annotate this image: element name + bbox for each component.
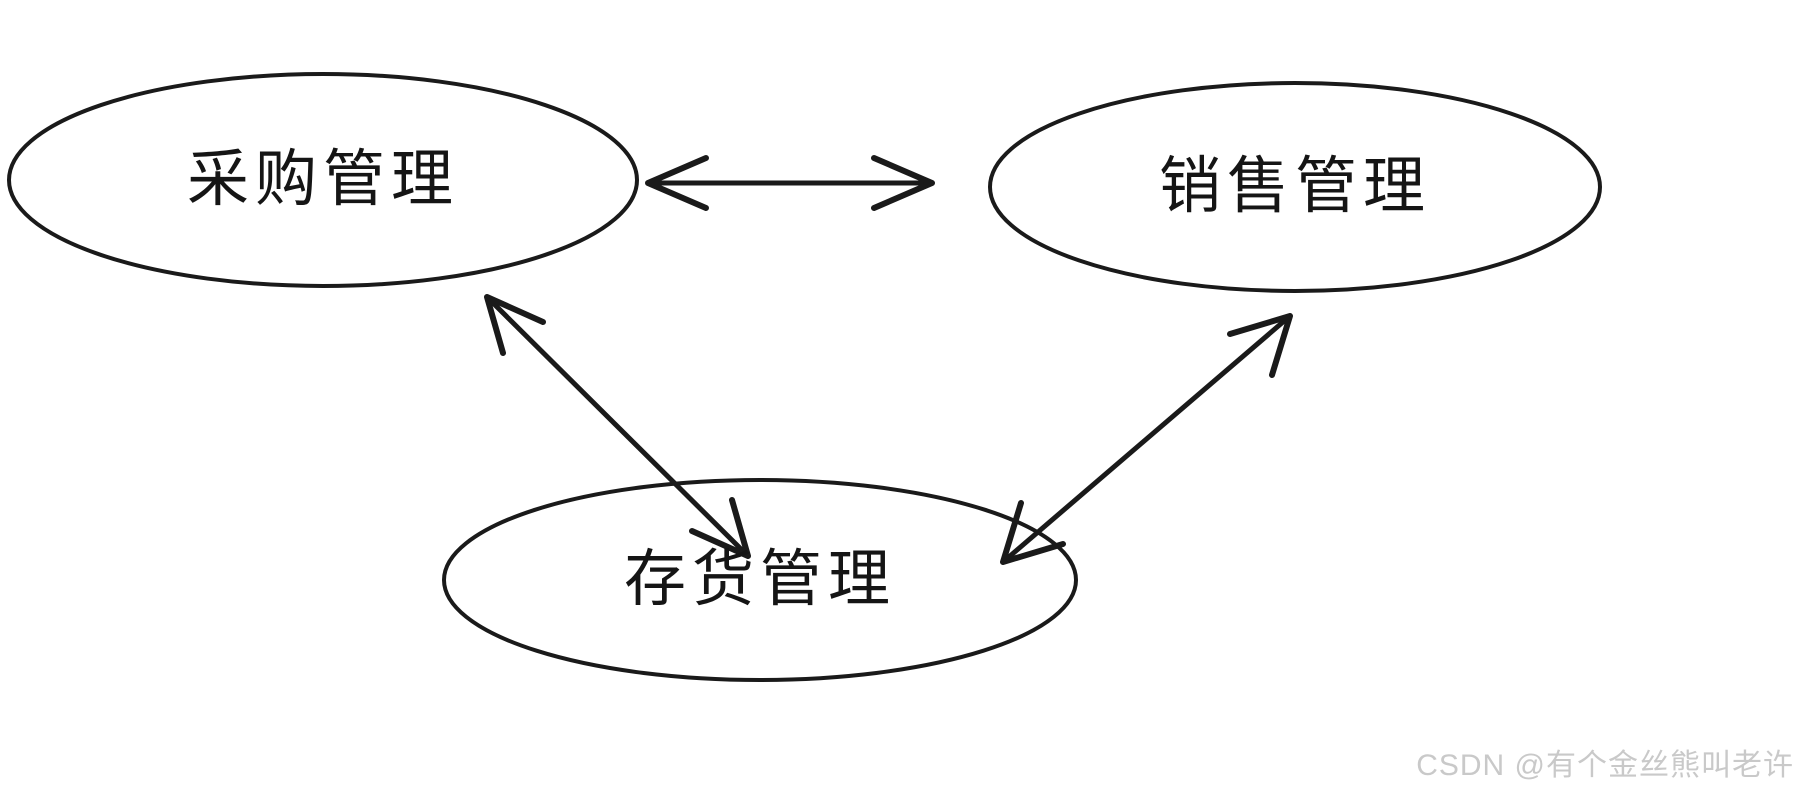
node-label-inventory: 存货管理 — [623, 546, 897, 614]
arrowhead-right — [871, 155, 935, 211]
edge-purchase-sales[interactable] — [645, 155, 935, 211]
arrowhead-up-right — [1227, 313, 1293, 378]
edge-sales-inventory[interactable] — [1000, 313, 1293, 565]
node-ellipse-inventory[interactable] — [442, 478, 1078, 682]
arrowhead-down-left — [1000, 500, 1066, 565]
arrowhead-left — [645, 155, 709, 211]
arrowhead-up-left — [484, 294, 546, 356]
csdn-watermark: CSDN @有个金丝熊叫老许 — [1416, 749, 1794, 782]
arrowhead-down-right — [689, 497, 751, 559]
node-label-purchase: 采购管理 — [186, 146, 460, 214]
edge-purchase-inventory[interactable] — [484, 294, 751, 559]
node-ellipse-sales[interactable] — [988, 81, 1602, 293]
node-label-sales: 销售管理 — [1158, 153, 1432, 221]
node-ellipse-purchase[interactable] — [7, 72, 639, 288]
